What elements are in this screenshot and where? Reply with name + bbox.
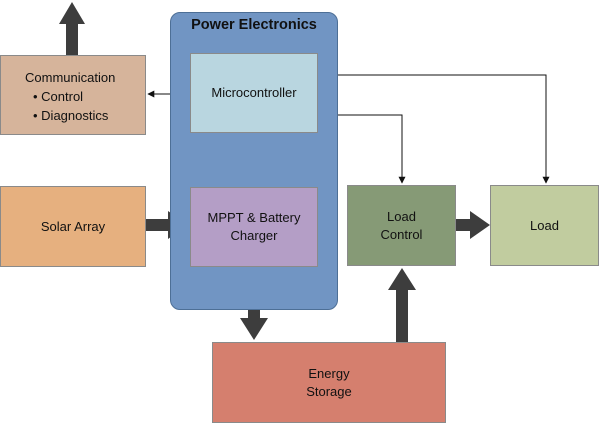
communication-title: Communication: [25, 70, 116, 85]
mcu-loadcontrol-connector: [319, 111, 406, 184]
solar-array-label: Solar Array: [40, 218, 106, 234]
uplink-arrow: [59, 2, 85, 55]
storage-to-loadcontrol-arrow: [388, 268, 416, 342]
microcontroller-box: Microcontroller: [190, 53, 318, 133]
mcu-load-connector: [319, 71, 550, 184]
mppt-label-line1: MPPT & Battery: [207, 210, 301, 226]
communication-box: Communication • Control • Diagnostics: [0, 55, 146, 135]
energy-storage-label-line2: Storage: [306, 383, 352, 399]
energy-storage-box: Energy Storage: [212, 342, 446, 423]
solar-array-box: Solar Array: [0, 186, 146, 267]
communication-item-control: • Control: [33, 89, 84, 104]
load-control-box: Load Control: [347, 185, 456, 266]
mppt-charger-box: MPPT & Battery Charger: [190, 187, 318, 267]
communication-item-diagnostics: • Diagnostics: [33, 108, 109, 123]
energy-storage-label-line1: Energy: [308, 365, 350, 381]
load-control-label-line1: Load: [387, 208, 416, 224]
microcontroller-label: Microcontroller: [211, 85, 297, 101]
mppt-label-line2: Charger: [230, 228, 278, 243]
power-electronics-title: Power Electronics: [191, 17, 317, 33]
load-box: Load: [490, 185, 599, 266]
load-label: Load: [530, 217, 559, 233]
load-control-label-line2: Control: [380, 226, 423, 242]
loadcontrol-to-load-arrow: [456, 211, 490, 239]
